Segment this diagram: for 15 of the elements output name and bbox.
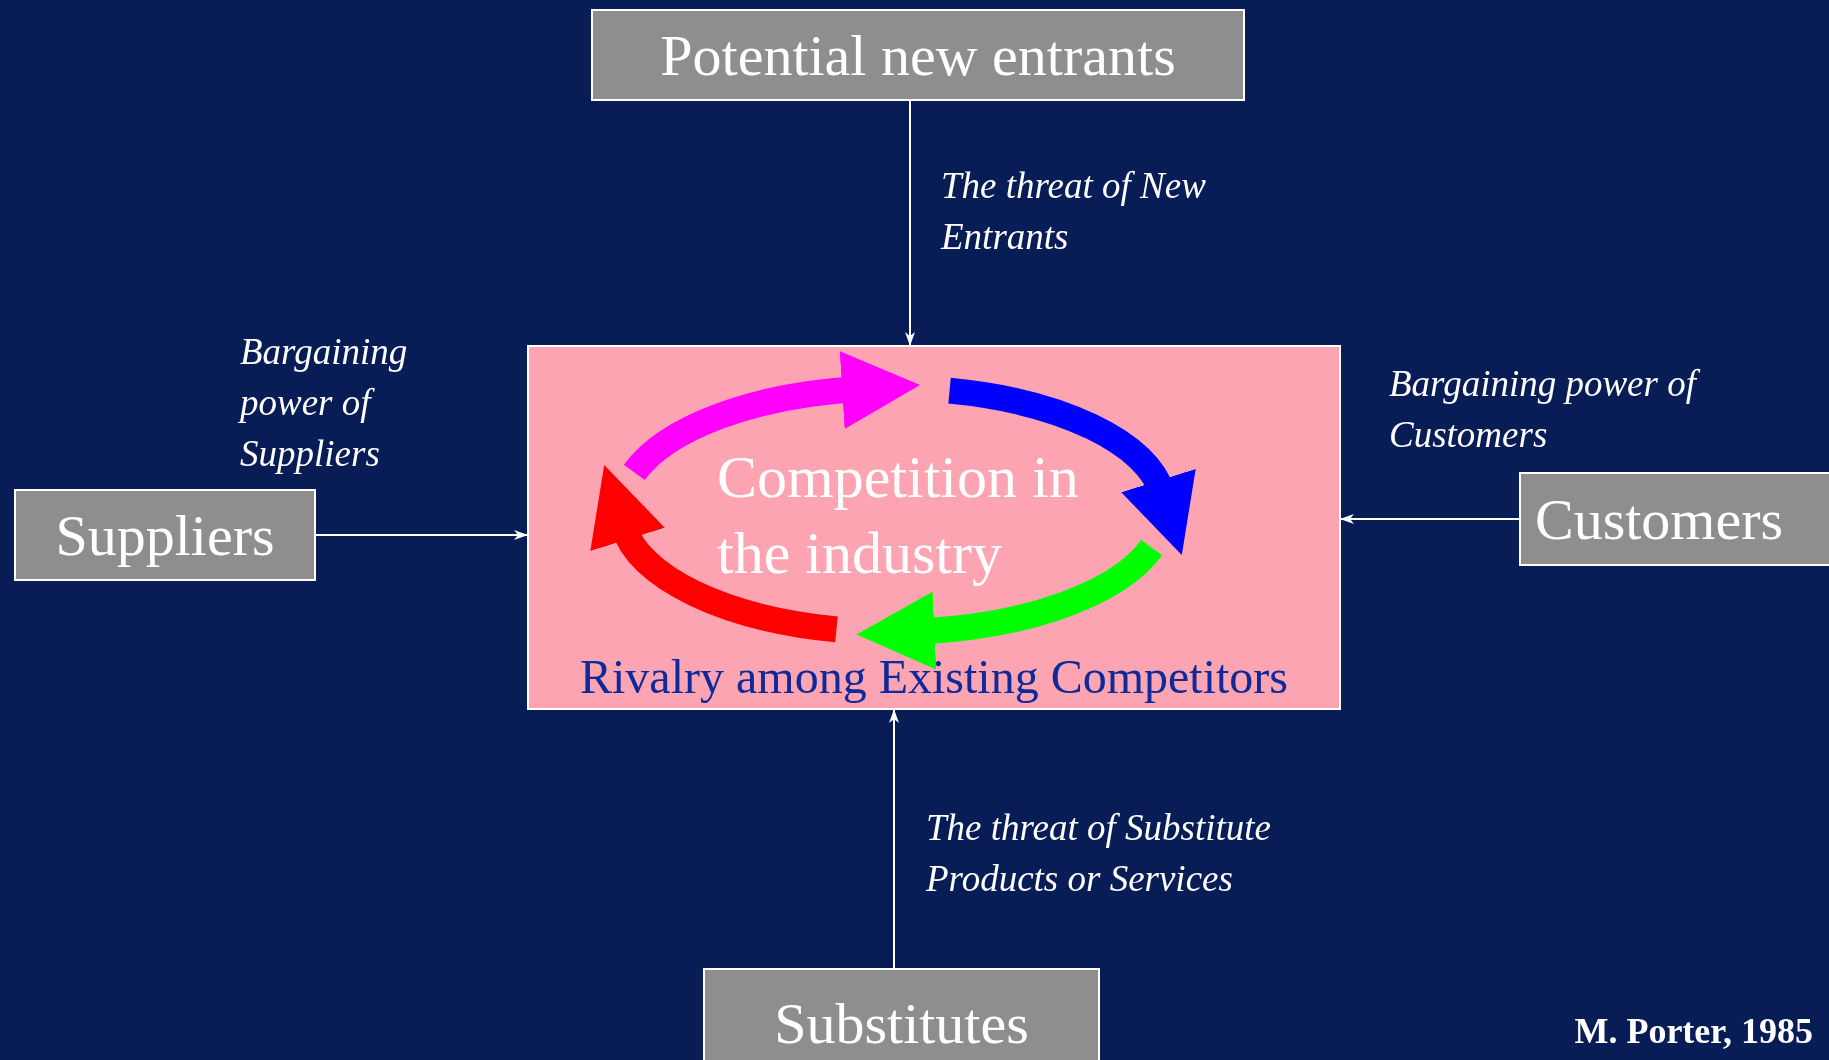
force-box: Suppliers [14,489,316,581]
force-box: Customers [1519,472,1829,566]
arrow [1340,514,1520,524]
center-title: Competition in the industry [717,443,1080,588]
arrow [315,530,528,540]
center-subtitle: Rivalry among Existing Competitors [579,649,1289,704]
edge-label: The threat of Substitute Products or Services [926,806,1272,901]
force-box: Substitutes [703,968,1100,1060]
arrow [905,100,915,346]
edge-label: Bargaining power of Customers [1389,358,1749,460]
edge-label: Bargaining power of Suppliers [240,330,409,476]
force-box: Potential new entrants [591,9,1245,101]
arrow [889,709,899,969]
source-note: M. Porter, 1985 [1574,1010,1813,1052]
edge-label: The threat of New Entrants [941,164,1207,259]
